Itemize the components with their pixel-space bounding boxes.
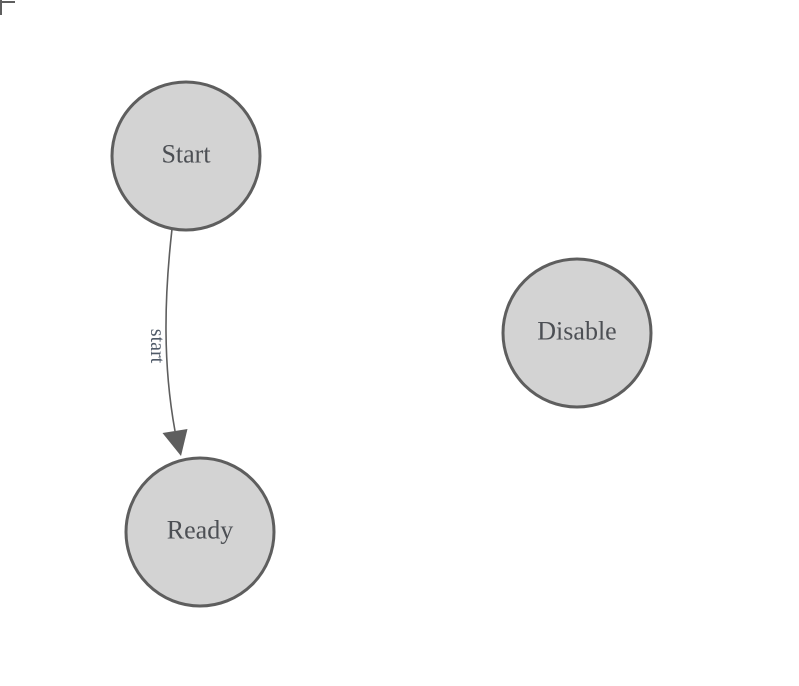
node-disable[interactable]: Disable: [501, 257, 653, 409]
node-ready[interactable]: Ready: [124, 456, 276, 608]
node-disable-label: Disable: [537, 317, 616, 346]
node-disable-circle[interactable]: [501, 257, 653, 409]
node-start[interactable]: Start: [110, 80, 262, 232]
edge-start-to-ready[interactable]: start: [146, 228, 188, 456]
edge-label: start: [146, 329, 168, 364]
edge-path[interactable]: [165, 228, 176, 432]
arrowhead-icon: [162, 429, 188, 456]
node-ready-label: Ready: [167, 516, 233, 545]
node-ready-circle[interactable]: [124, 456, 276, 608]
frame-corner-icon: [0, 0, 15, 15]
node-start-circle[interactable]: [110, 80, 262, 232]
node-start-label: Start: [161, 140, 211, 169]
